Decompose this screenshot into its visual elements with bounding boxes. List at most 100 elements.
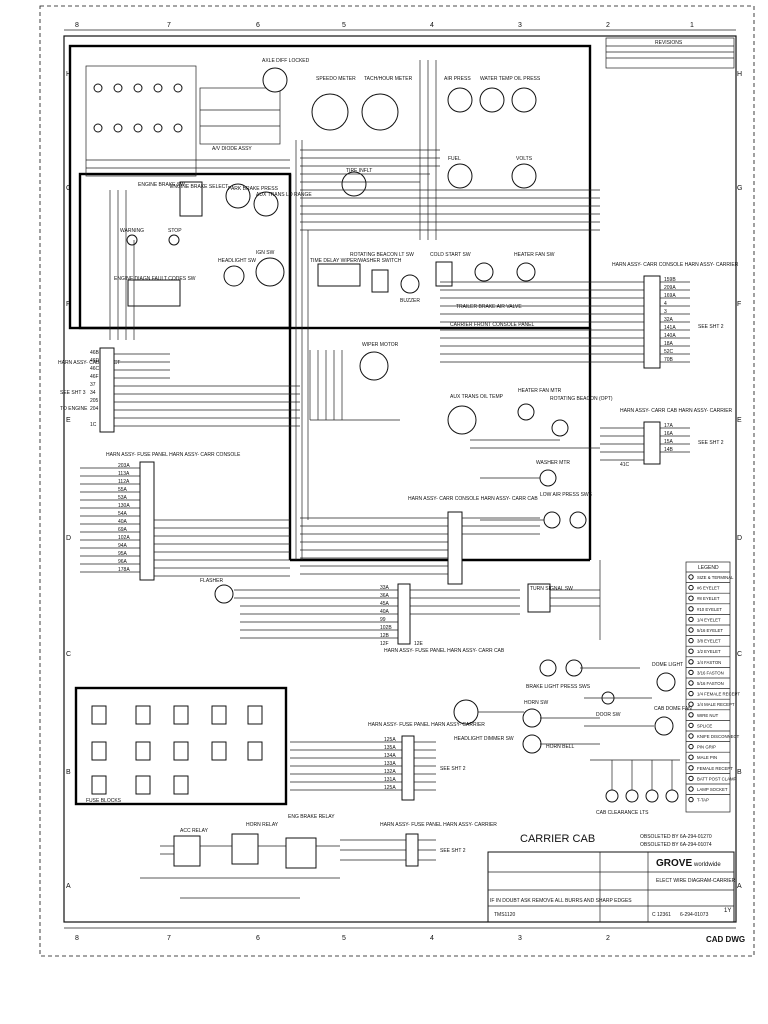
wire-label: 34 xyxy=(90,390,96,396)
wire-label: 16A xyxy=(664,431,674,437)
water-temp-gauge xyxy=(479,87,505,113)
wire-label: 33A xyxy=(380,585,390,591)
grid-row: C xyxy=(66,651,71,658)
harness-label: HARN ASSY- FUSE PANEL HARN ASSY- CARRIER xyxy=(380,822,497,828)
wire-bundle xyxy=(109,190,135,340)
park-brake-gauge xyxy=(225,183,251,209)
trailer-brake-valve xyxy=(474,262,494,282)
time-delay-label: TIME DELAY WIPER/WASHER SWITCH xyxy=(310,258,402,264)
wire-label: 54A xyxy=(118,511,128,517)
wire-bundle xyxy=(154,519,290,577)
headlight-dimmer xyxy=(453,699,479,725)
brake-light-label: BRAKE LIGHT PRESS SWS xyxy=(526,684,591,690)
eng-brake-relay xyxy=(285,837,317,869)
legend-item: LAMP SOCKET xyxy=(697,787,728,792)
legend: LEGEND SIZE & TERMINAL#6 EYELET#8 EYELET… xyxy=(685,561,740,813)
revisions-box xyxy=(605,37,735,69)
to-engine: TO ENGINE xyxy=(60,406,88,412)
wire-bundle xyxy=(580,667,654,727)
lamp xyxy=(93,83,103,93)
legend-symbol xyxy=(688,669,694,676)
wire-label: 12E xyxy=(414,641,424,647)
wire-label: 46B xyxy=(90,350,100,356)
grid-row: A xyxy=(66,883,71,890)
engine-diagn-switch xyxy=(127,279,181,307)
heater-fan-sw-label: HEATER FAN SW xyxy=(514,252,555,258)
grid-columns-top: 8 7 6 5 4 3 2 1 xyxy=(75,22,694,29)
wire-bundle xyxy=(478,711,600,745)
wire-label: 135A xyxy=(384,745,396,751)
axle-diff-gauge xyxy=(262,67,288,93)
grid-col: 2 xyxy=(606,935,610,942)
title-block-box xyxy=(487,851,735,923)
wire-label: 131A xyxy=(384,777,396,783)
harness-label: HARN ASSY- FUSE PANEL HARN ASSY- CARR CA… xyxy=(384,648,505,654)
harness-label: HARN ASSY- CARR CONSOLE HARN ASSY- CARRI… xyxy=(612,262,739,268)
harness-label: HARN ASSY- CARR CONSOLE HARN ASSY- CARR … xyxy=(408,496,538,502)
wire-label: 203A xyxy=(118,463,130,469)
cab-clearance-lights: CAB CLEARANCE LTS xyxy=(590,759,680,816)
wire-label: 12F xyxy=(380,641,389,647)
wire-label: 3 xyxy=(664,309,667,315)
wire-bundle xyxy=(590,759,680,790)
wire-label: 53A xyxy=(118,495,128,501)
dome-light xyxy=(656,672,676,692)
lamp xyxy=(153,123,163,133)
wire-label: 46F xyxy=(90,374,99,380)
obsolete-note: OBSOLETED BY 6A-294-01270 xyxy=(640,834,712,840)
lamp xyxy=(113,123,123,133)
wire-bundle xyxy=(114,353,300,427)
model: TMS1120 xyxy=(494,912,516,918)
legend-symbol xyxy=(688,595,694,601)
fuse xyxy=(135,705,151,725)
harness-cab-select: HARN ASSY- CAB SELECT 46B 46D 46C 46F 37… xyxy=(58,347,300,433)
horn-relay xyxy=(231,833,259,865)
sheet-code: C 12361 xyxy=(652,912,671,918)
tach-gauge xyxy=(361,93,399,131)
diode-assy: A/V DIODE ASSY xyxy=(199,87,281,152)
fuse xyxy=(247,705,263,725)
legend-item: #6 EYELET xyxy=(697,586,720,591)
grid-rows-left: H G F E D C B A xyxy=(66,71,71,890)
fuse xyxy=(173,705,189,725)
title-block: CARRIER CAB OBSOLETED BY 6A-294-01270 OB… xyxy=(487,833,745,944)
gauge-label: AUX TRANS LO RANGE xyxy=(256,192,312,198)
connector-block xyxy=(397,583,411,645)
air-press-gauge xyxy=(447,87,473,113)
legend-item: 3/8 EYELET xyxy=(697,639,721,644)
wire-label: 46C xyxy=(90,366,100,372)
grid-col: 6 xyxy=(256,935,260,942)
harness-fuse-panel-carrier-1: HARN ASSY- FUSE PANEL HARN ASSY- CARRIER… xyxy=(290,722,485,801)
wire-label: 205 xyxy=(90,398,99,404)
harness-carr-console-carr-cab: HARN ASSY- CARR CONSOLE HARN ASSY- CARR … xyxy=(300,496,540,585)
grid-col: 5 xyxy=(342,935,346,942)
rotating-beacon-opt-label: ROTATING BEACON (OPT) xyxy=(550,396,613,402)
legend-item: KNIFE DISCONNECT xyxy=(697,734,740,739)
wire-label: 55A xyxy=(118,487,128,493)
indicator-lamps xyxy=(85,65,197,177)
legend-symbol xyxy=(688,637,694,644)
grid-row: D xyxy=(66,535,71,542)
grid-columns-bottom: 8 7 6 5 4 3 2 xyxy=(75,935,610,942)
connector-block xyxy=(405,833,419,867)
carrier-front-console-panel-label: CARRIER FRONT CONSOLE PANEL xyxy=(450,322,534,328)
acc-relay-label: ACC RELAY xyxy=(180,828,209,834)
gauge-label: PARK BRAKE PRESS xyxy=(228,186,279,192)
heater-fan-switch xyxy=(516,262,536,282)
wire-label: 96A xyxy=(118,559,128,565)
legend-item: 1/4 MALE RECEPT xyxy=(697,702,735,707)
fuse xyxy=(173,741,189,761)
fuse-blocks-label: FUSE BLOCKS xyxy=(86,798,122,804)
grid-col: 1 xyxy=(690,22,694,29)
cab-dome-fan xyxy=(654,716,674,736)
legend-item: FEMALE RECEPT xyxy=(697,766,733,771)
cab-dome-fan-label: CAB DOME FAN xyxy=(654,706,692,712)
sheet-title: CARRIER CAB xyxy=(520,833,595,845)
lamp xyxy=(113,83,123,93)
speedo-gauge xyxy=(311,93,349,131)
legend-symbol xyxy=(688,796,694,803)
legend-symbol xyxy=(688,722,694,729)
wire-label: 46D xyxy=(90,358,100,364)
see-sht-2: SEE SHT 2 xyxy=(440,848,466,854)
legend-symbol xyxy=(688,765,694,771)
